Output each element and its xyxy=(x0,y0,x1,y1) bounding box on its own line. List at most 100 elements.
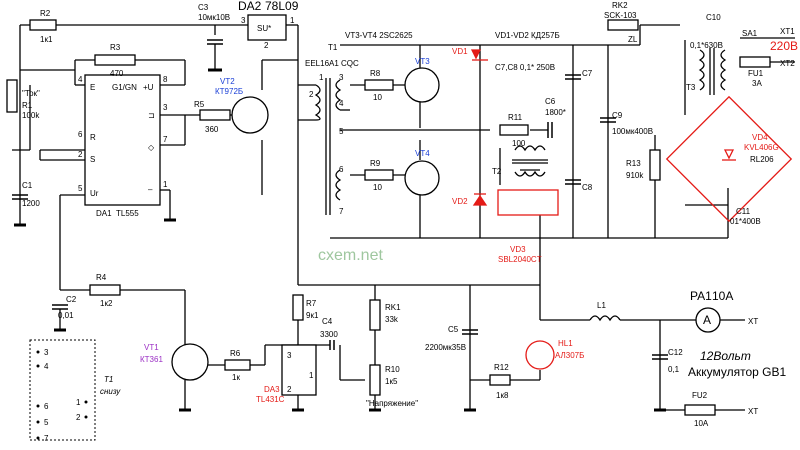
r9-ref: R9 xyxy=(370,159,381,168)
t1-pin-3: 3 xyxy=(339,73,344,82)
da1-pin-2: 2 xyxy=(78,150,83,159)
da1-pin-8: 8 xyxy=(163,75,168,84)
resistor-rk1 xyxy=(369,299,381,331)
fuse-fu2 xyxy=(684,404,716,416)
fu2-ref: FU2 xyxy=(692,391,708,400)
da1-pin-3: 3 xyxy=(163,103,168,112)
t1-pin-7: 7 xyxy=(339,207,344,216)
l1-ref: L1 xyxy=(597,301,606,310)
da2-pin-in: 3 xyxy=(241,16,246,25)
resistor-r3 xyxy=(94,54,136,66)
transformer-t1 xyxy=(314,78,342,215)
r13-ref: R13 xyxy=(626,159,641,168)
sa1-ref: SA1 xyxy=(742,29,758,38)
da1-label-ur: Ur xyxy=(90,189,99,198)
r10-value: 1к5 xyxy=(385,377,398,386)
c4-ref: C4 xyxy=(322,317,333,326)
vd3-part: SBL2040CT xyxy=(498,255,542,264)
vt1-ref: VT1 xyxy=(144,343,159,352)
mains-voltage: 220В xyxy=(770,39,798,53)
xt1-label: XT1 xyxy=(780,27,795,36)
r8-value: 10 xyxy=(373,93,382,102)
r10-name: "Напряжение" xyxy=(366,399,418,408)
c10-ref: C10 xyxy=(706,13,721,22)
da3-ref: DA3 xyxy=(264,385,280,394)
t1-pin-5: 5 xyxy=(339,127,344,136)
resistor-r10 xyxy=(369,364,381,396)
vt1-part: КТ361 xyxy=(140,355,163,364)
t1-bottom-pin-5: 5 xyxy=(44,418,49,427)
vt2-part: КТ972Б xyxy=(215,87,243,96)
r6-value: 1к xyxy=(232,373,240,382)
c8-ref: C8 xyxy=(582,183,593,192)
r4-value: 1к2 xyxy=(100,299,113,308)
da1-pin-4: 4 xyxy=(78,75,83,84)
vd3-ref: VD3 xyxy=(510,245,526,254)
pa1-value: 10A xyxy=(712,289,733,303)
t1-pin-2: 2 xyxy=(309,90,314,99)
da1-ref: DA1 xyxy=(96,209,112,218)
transistor-vt3 xyxy=(404,67,440,103)
r8-ref: R8 xyxy=(370,69,381,78)
da1-pin-5: 5 xyxy=(78,184,83,193)
battery-voltage: 12Вольт xyxy=(700,349,751,363)
r7-ref: R7 xyxy=(306,299,317,308)
battery-name: Аккумулятор GB1 xyxy=(688,365,787,379)
da1-label-e: E xyxy=(90,83,95,92)
rk1-ref: RK1 xyxy=(385,303,401,312)
r3-value: 470 xyxy=(110,69,124,78)
r4-ref: R4 xyxy=(96,273,107,282)
r5-ref: R5 xyxy=(194,100,205,109)
da2-part: 78L09 xyxy=(265,0,299,13)
vd4-alt: RL206 xyxy=(750,155,774,164)
r2-value: 1к1 xyxy=(40,35,53,44)
da1-label-plus: +U xyxy=(143,83,154,92)
r9-value: 10 xyxy=(373,183,382,192)
da3-pin-1: 1 xyxy=(309,371,314,380)
r7-value: 9к1 xyxy=(306,311,319,320)
r10-ref: R10 xyxy=(385,365,400,374)
r1-name: "Ток" xyxy=(22,89,40,98)
bridge-vd4 xyxy=(665,95,793,223)
da1-label-out: ⊐ xyxy=(148,111,155,120)
c78-note: C7,C8 0,1* 250В xyxy=(495,63,555,72)
r1-value: 100k xyxy=(22,111,40,120)
t1-ref: T1 xyxy=(328,43,338,52)
vd-note: VD1-VD2 КД257Б xyxy=(495,31,560,40)
pa1-ref: PA1 xyxy=(690,289,712,303)
da1-label-gnd: – xyxy=(148,185,153,194)
component-bodies xyxy=(6,14,793,416)
watermark: cxem.net xyxy=(318,247,383,264)
vt2-ref: VT2 xyxy=(220,77,235,86)
c12-ref: C12 xyxy=(668,348,683,357)
vt3-ref: VT3 xyxy=(415,57,430,66)
vd4-part: KVL406G xyxy=(744,143,779,152)
fu2-value: 10A xyxy=(694,419,709,428)
ground-stems xyxy=(19,44,216,410)
da1-pin-6: 6 xyxy=(78,130,83,139)
fu1-value: 3A xyxy=(752,79,762,88)
rk2-tag: ZL xyxy=(628,35,638,44)
t1-pin-4: 4 xyxy=(339,99,344,108)
da2-pin-out: 1 xyxy=(290,16,295,25)
t1-pin-1: 1 xyxy=(319,73,324,82)
c10-value: 0,1*630В xyxy=(690,41,723,50)
resistor-r13 xyxy=(649,149,661,181)
c5-ref: C5 xyxy=(448,325,459,334)
vt4-ref: VT4 xyxy=(415,149,430,158)
t1-core: EEL16A1 CQC xyxy=(305,59,359,68)
c1-ref: C1 xyxy=(22,181,33,190)
resistor-r9 xyxy=(364,169,394,181)
chip-da3 xyxy=(281,344,317,396)
c4-value: 3300 xyxy=(320,330,338,339)
t1-bottom-pin-7: 7 xyxy=(44,434,49,443)
rk2-ref: RK2 xyxy=(612,1,628,10)
c1-value: 1200 xyxy=(22,199,40,208)
thermistor-rk2 xyxy=(607,19,639,31)
c11-ref: C11 xyxy=(736,207,751,216)
chip-da1 xyxy=(84,74,161,206)
fuse-fu1 xyxy=(739,56,771,68)
led-hl1 xyxy=(525,340,555,370)
t1-bottom-box xyxy=(29,339,96,441)
